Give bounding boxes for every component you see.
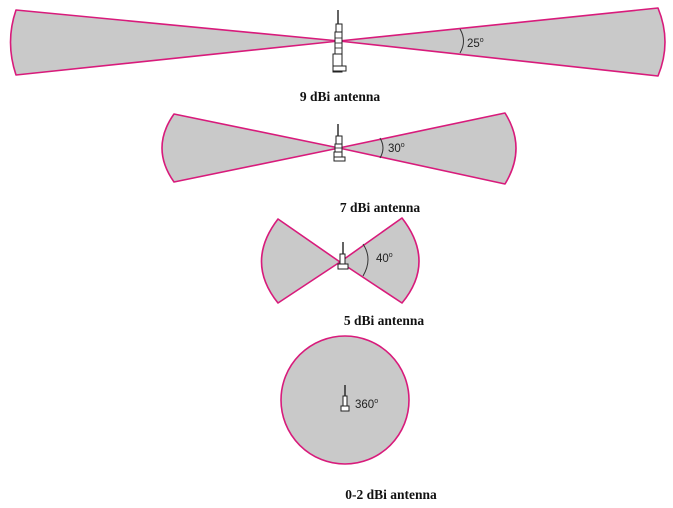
angle-arc-9dbi — [459, 28, 464, 54]
angle-label-7dbi: 30o — [388, 142, 405, 155]
lobe-right-9dbi — [338, 7, 666, 77]
antenna-icon-0-2dbi — [340, 385, 350, 412]
antenna-icon-5dbi — [337, 242, 349, 270]
antenna-icon-7dbi — [333, 124, 346, 162]
angle-label-0-2dbi: 360o — [355, 398, 378, 411]
angle-label-5dbi: 40o — [376, 252, 393, 265]
lobe-right-7dbi — [338, 112, 517, 185]
pattern-7dbi: 30o 7 dBi antenna — [161, 112, 517, 215]
lobe-right-5dbi — [339, 217, 420, 304]
caption-9dbi: 9 dBi antenna — [300, 89, 381, 104]
pattern-0-2dbi: 360o 0-2 dBi antenna — [280, 335, 437, 502]
angle-arc-5dbi — [362, 243, 369, 277]
caption-5dbi: 5 dBi antenna — [344, 313, 425, 328]
antenna-icon-9dbi — [332, 10, 347, 73]
pattern-9dbi: 25o 9 dBi antenna — [9, 7, 666, 104]
caption-0-2dbi: 0-2 dBi antenna — [345, 487, 437, 502]
lobe-left-5dbi — [260, 218, 341, 304]
angle-label-9dbi: 25o — [467, 37, 484, 50]
caption-7dbi: 7 dBi antenna — [340, 200, 421, 215]
pattern-5dbi: 40o 5 dBi antenna — [260, 217, 425, 328]
angle-arc-7dbi — [379, 137, 384, 159]
lobe-left-7dbi — [161, 113, 340, 183]
lobe-left-9dbi — [9, 9, 340, 76]
